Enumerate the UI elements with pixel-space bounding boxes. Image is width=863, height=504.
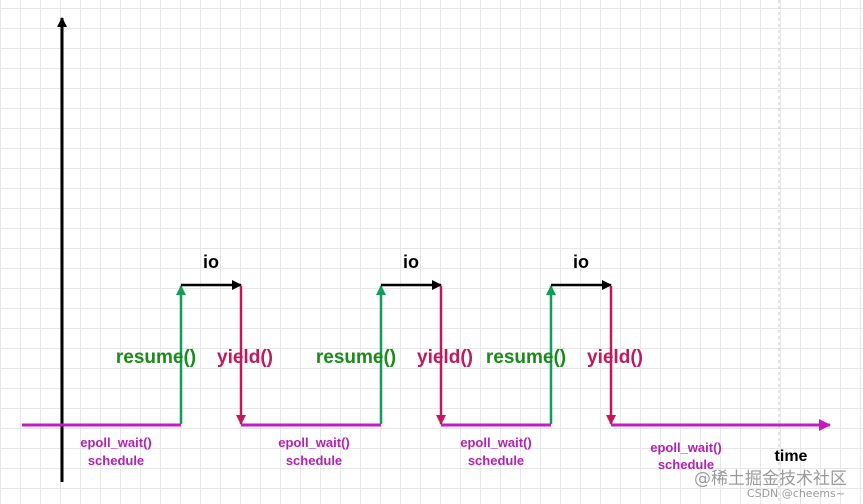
resume-label-3: resume()	[486, 347, 566, 368]
epoll-label-1: epoll_wait()	[80, 435, 152, 450]
epoll-label-2: epoll_wait()	[278, 435, 350, 450]
schedule-label-2: schedule	[286, 453, 342, 468]
schedule-label-4: schedule	[658, 457, 714, 472]
yield-label-3: yield()	[587, 347, 643, 368]
epoll-label-4: epoll_wait()	[650, 440, 722, 455]
resume-label-2: resume()	[316, 347, 396, 368]
watermark-main: @稀土掘金技术社区	[694, 469, 847, 489]
epoll-label-3: epoll_wait()	[460, 435, 532, 450]
yield-label-1: yield()	[217, 347, 273, 368]
schedule-label-1: schedule	[88, 453, 144, 468]
io-label-1: io	[203, 252, 219, 272]
watermark-sub: CSDN @cheems~	[747, 487, 845, 500]
yield-label-2: yield()	[417, 347, 473, 368]
resume-label-1: resume()	[116, 347, 196, 368]
io-label-2: io	[403, 252, 419, 272]
time-label: time	[775, 448, 808, 465]
io-label-3: io	[573, 252, 589, 272]
schedule-label-3: schedule	[468, 453, 524, 468]
